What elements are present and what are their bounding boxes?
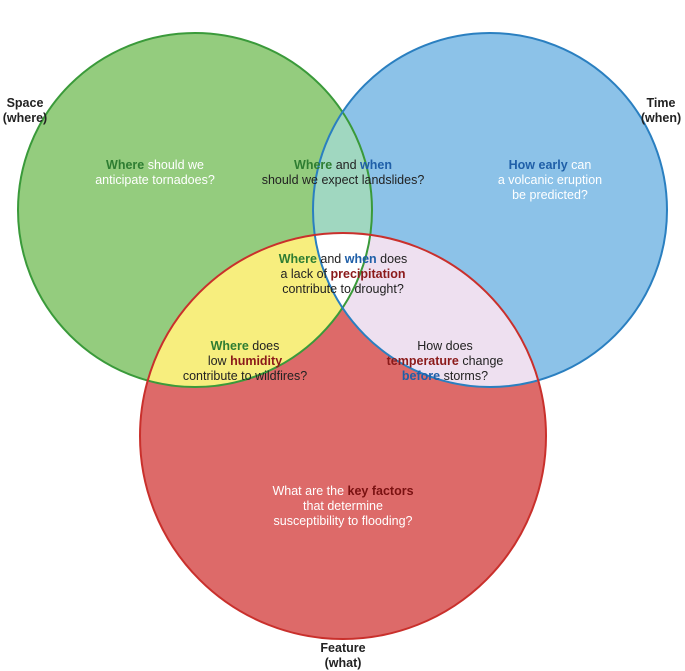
space-feature-overlap	[140, 233, 372, 387]
space-outline	[17, 32, 373, 388]
time-outline	[312, 32, 668, 388]
time-feature-overlap	[313, 233, 546, 387]
feature-axis-label: Feature (what)	[320, 641, 366, 670]
time-feature-question: How does temperature change before storm…	[386, 339, 504, 383]
space-feature-question: Where does low humidity contribute to wi…	[182, 339, 308, 383]
space-time-question: Where and when should we expect landslid…	[261, 158, 425, 187]
space-question: Where should we anticipate tornadoes?	[95, 158, 215, 187]
all-question: Where and when does a lack of precipitat…	[278, 252, 408, 296]
feature-outline	[139, 232, 547, 640]
space-axis-label: Space (where)	[2, 96, 48, 125]
time-question: How early can a volcanic eruption be pre…	[497, 158, 603, 202]
time-axis-label: Time (when)	[640, 96, 682, 125]
feature-question: What are the key factors that determine …	[272, 484, 414, 528]
